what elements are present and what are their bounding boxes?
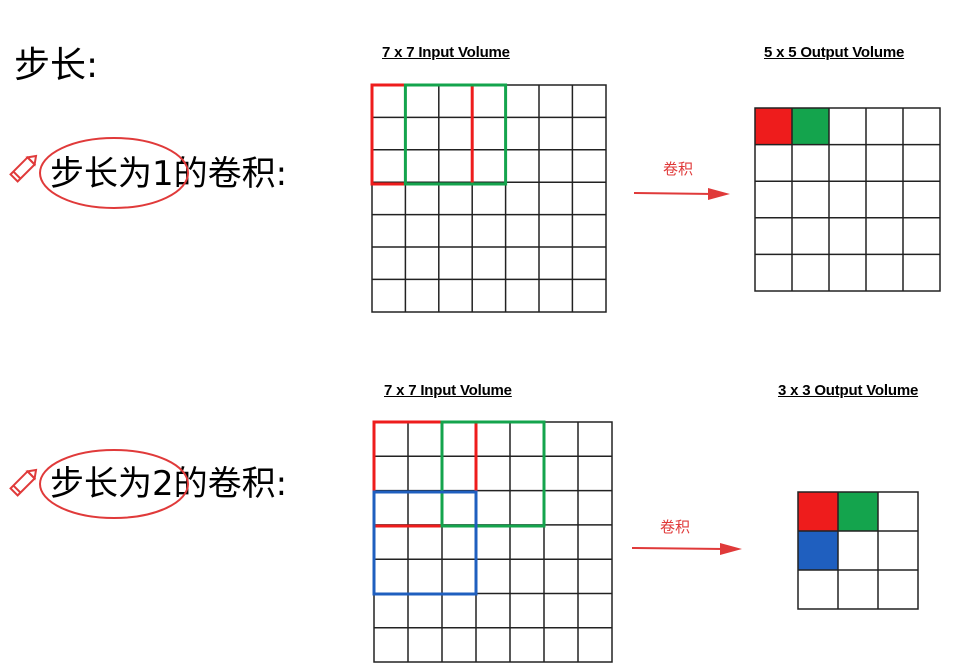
output-cell-red (755, 108, 792, 145)
output-cell-red (798, 492, 838, 531)
kernel-window-red (372, 420, 478, 528)
stride-2-label: 步长为2的卷积: (50, 464, 287, 504)
page-heading: 步长: (14, 45, 99, 86)
stride-number: 2 (152, 464, 174, 504)
arrow-label: 卷积 (663, 160, 694, 178)
kernel-window-red (370, 83, 474, 186)
stride-1-label: 步长为1的卷积: (50, 154, 287, 194)
input-volume-label: 7 x 7 Input Volume (382, 44, 510, 61)
output-grid (797, 491, 919, 610)
output-cell-blue (798, 531, 838, 570)
kernel-window-green (403, 83, 508, 186)
stride-number: 1 (152, 154, 174, 194)
input-volume-label: 7 x 7 Input Volume (384, 382, 512, 399)
pencil-icon (9, 154, 38, 183)
pencil-icon (9, 468, 38, 497)
stride-label-suffix: 的卷积: (173, 464, 288, 504)
output-cell-green (792, 108, 829, 145)
output-cell-green (838, 492, 878, 531)
kernel-window-green (440, 420, 546, 528)
output-volume-label: 5 x 5 Output Volume (764, 44, 905, 61)
kernel-window-blue (372, 490, 478, 596)
stride-label-prefix: 步长为 (50, 464, 152, 504)
arrow-icon (633, 188, 730, 200)
input-grid (372, 420, 613, 663)
stride-label-prefix: 步长为 (50, 154, 152, 194)
arrow-icon (631, 543, 742, 555)
arrow-label: 卷积 (660, 518, 691, 536)
highlight-ellipse (39, 137, 189, 209)
input-grid (370, 83, 607, 313)
stride-label-suffix: 的卷积: (173, 154, 288, 194)
output-volume-label: 3 x 3 Output Volume (778, 382, 919, 399)
output-grid (754, 107, 941, 292)
highlight-ellipse (39, 449, 189, 519)
